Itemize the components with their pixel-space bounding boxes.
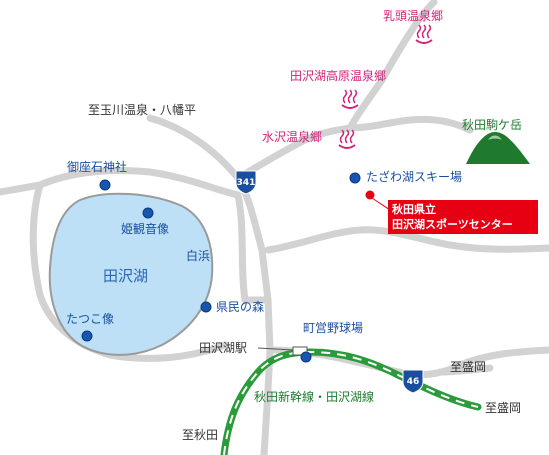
station-leader-line — [257, 347, 294, 351]
road-komagatake — [346, 115, 474, 134]
facility-label-line2: 田沢湖スポーツセンター — [392, 218, 513, 231]
poi-label-kenmin: 県民の森 — [216, 300, 265, 314]
route-46-number: 46 — [407, 377, 420, 387]
onsen-label-nyuto: 乳頭温泉郷 — [383, 9, 444, 23]
lake-shape — [48, 192, 214, 356]
station-building-icon — [292, 346, 308, 356]
facility-leader-line — [371, 197, 391, 211]
road-lake-east — [234, 191, 272, 304]
route-341-number: 341 — [237, 178, 256, 188]
direction-tamagawa: 至玉川温泉・八幡平 — [88, 103, 197, 117]
road-west-branch — [0, 181, 44, 196]
onsen-label-tazawako-kogen: 田沢湖高原温泉郷 — [290, 69, 387, 83]
poi-label-himekannon: 姫観音像 — [121, 222, 170, 236]
facility-marker — [365, 190, 375, 200]
poi-marker-baseball — [300, 351, 312, 363]
road-341-north — [234, 124, 354, 182]
road-ski — [264, 226, 549, 254]
station-label: 田沢湖駅 — [199, 341, 248, 355]
poi-marker-himekannon — [142, 207, 154, 219]
poi-markers — [81, 172, 361, 363]
poi-label-goza: 御座石神社 — [67, 160, 128, 174]
poi-label-baseball: 町営野球場 — [303, 321, 364, 335]
railway-label: 秋田新幹線・田沢湖線 — [254, 390, 375, 404]
poi-label-ski: たざわ湖スキー場 — [366, 170, 463, 184]
route-341-shield: 341 — [235, 170, 257, 195]
onsen-label-mizusawa: 水沢温泉郷 — [262, 130, 323, 144]
hot-spring-icon — [415, 24, 433, 44]
poi-label-tatsuko: たつこ像 — [66, 312, 115, 326]
mountain-label: 秋田駒ケ岳 — [462, 118, 523, 132]
facility-label-box: 秋田県立 田沢湖スポーツセンター — [388, 200, 538, 234]
direction-akita: 至秋田 — [182, 428, 219, 442]
poi-marker-goza — [99, 179, 111, 191]
hot-spring-icon — [338, 129, 356, 149]
railway-line — [220, 348, 482, 455]
mountain-icon — [466, 132, 530, 164]
facility-label-line1: 秋田県立 — [392, 203, 436, 216]
poi-marker-ski — [349, 172, 361, 184]
route-46-shield: 46 — [402, 369, 424, 394]
road-lake-north — [36, 167, 242, 199]
road-morioka-branch — [436, 364, 494, 376]
hot-spring-icon — [341, 89, 359, 109]
direction-morioka-rail: 至盛岡 — [485, 401, 522, 415]
area-label-shirahama: 白浜 — [186, 249, 211, 263]
direction-morioka-road: 至盛岡 — [450, 360, 487, 374]
lake-label: 田沢湖 — [103, 267, 149, 285]
poi-marker-kenmin — [200, 301, 212, 313]
poi-marker-tatsuko — [81, 330, 93, 342]
road-nyuto — [346, 0, 438, 132]
